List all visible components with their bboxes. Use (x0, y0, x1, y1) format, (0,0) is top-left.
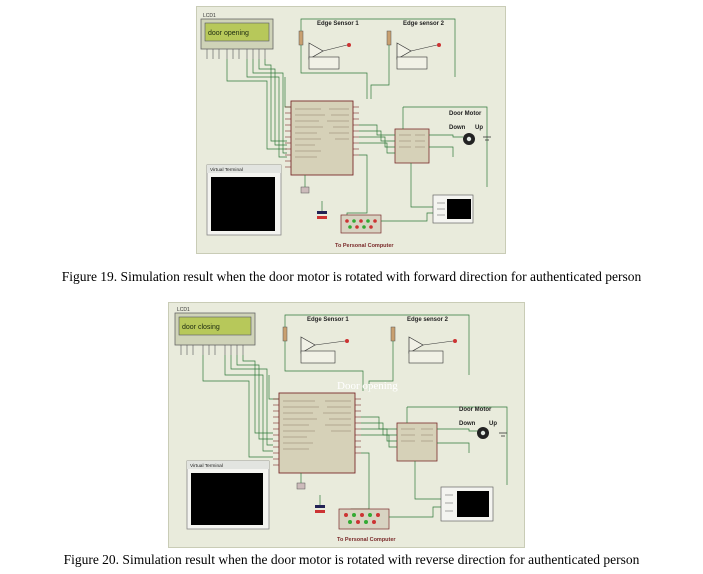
motor-title: Door Motor (449, 111, 482, 117)
capacitors (296, 473, 325, 513)
motor-driver (396, 422, 438, 462)
pc-label: To Personal Computer (337, 537, 396, 543)
oscilloscope (432, 194, 474, 224)
overlay-door-opening: Door opening (337, 380, 398, 392)
lcd-text: door opening (208, 30, 249, 37)
lcd-screen (178, 316, 252, 336)
motor-icon (463, 133, 475, 145)
lcd-pins (206, 49, 266, 59)
virtual-terminal (206, 164, 282, 236)
edge-sensor-2 (386, 30, 441, 70)
sensor1-title: Edge Sensor 1 (307, 317, 349, 323)
schematic-19-svg: LCD1 door opening Edge Sensor 1 Edge sen… (200, 13, 491, 249)
microcontroller (285, 100, 359, 176)
motor-left-label: Down (449, 125, 466, 131)
edge-sensor-1 (282, 326, 349, 364)
scope-wires (389, 487, 441, 518)
schematic-20-svg: LCD1 door closing Edge Sensor 1 Edge sen… (174, 307, 508, 543)
motor-right-label: Up (475, 125, 483, 131)
motor-title: Door Motor (459, 407, 492, 413)
figure-20-caption: Figure 20. Simulation result when the do… (63, 552, 640, 567)
motor-left-label: Down (459, 421, 476, 427)
lcd-pins (180, 345, 244, 355)
lcd-wires (226, 59, 287, 158)
lcd-label: LCD1 (177, 307, 190, 313)
sensor2-title: Edge sensor 2 (407, 317, 449, 323)
figure-19-schematic: LCD1 door opening Edge Sensor 1 Edge sen… (196, 6, 506, 254)
edge-sensor-1 (298, 30, 351, 70)
battery (483, 136, 491, 141)
figure-19-caption: Figure 19. Simulation result when the do… (61, 269, 642, 284)
motor-right-label: Up (489, 421, 497, 427)
terminal-title: Virtual Terminal (190, 463, 223, 469)
sensor1-title: Edge Sensor 1 (317, 21, 359, 27)
lcd-wires (202, 355, 273, 458)
pc-label: To Personal Computer (335, 243, 394, 249)
lcd-text: door closing (182, 324, 220, 331)
figure-20-schematic: LCD1 door closing Edge Sensor 1 Edge sen… (168, 302, 525, 548)
capacitors (300, 175, 327, 219)
microcontroller (273, 392, 361, 474)
terminal-title: Virtual Terminal (210, 167, 243, 173)
sensor2-title: Edge sensor 2 (403, 21, 445, 27)
motor-driver (394, 128, 430, 164)
edge-sensor-2 (390, 326, 457, 364)
scope-wires (381, 189, 433, 222)
virtual-terminal (186, 460, 270, 530)
lcd-screen (204, 22, 270, 42)
lcd-label: LCD1 (203, 13, 216, 19)
sensor-wires (268, 314, 470, 400)
db9-connector (340, 214, 382, 234)
db9-connector (338, 508, 390, 530)
motor-icon (477, 427, 489, 439)
battery (499, 432, 507, 437)
oscilloscope (440, 486, 494, 522)
